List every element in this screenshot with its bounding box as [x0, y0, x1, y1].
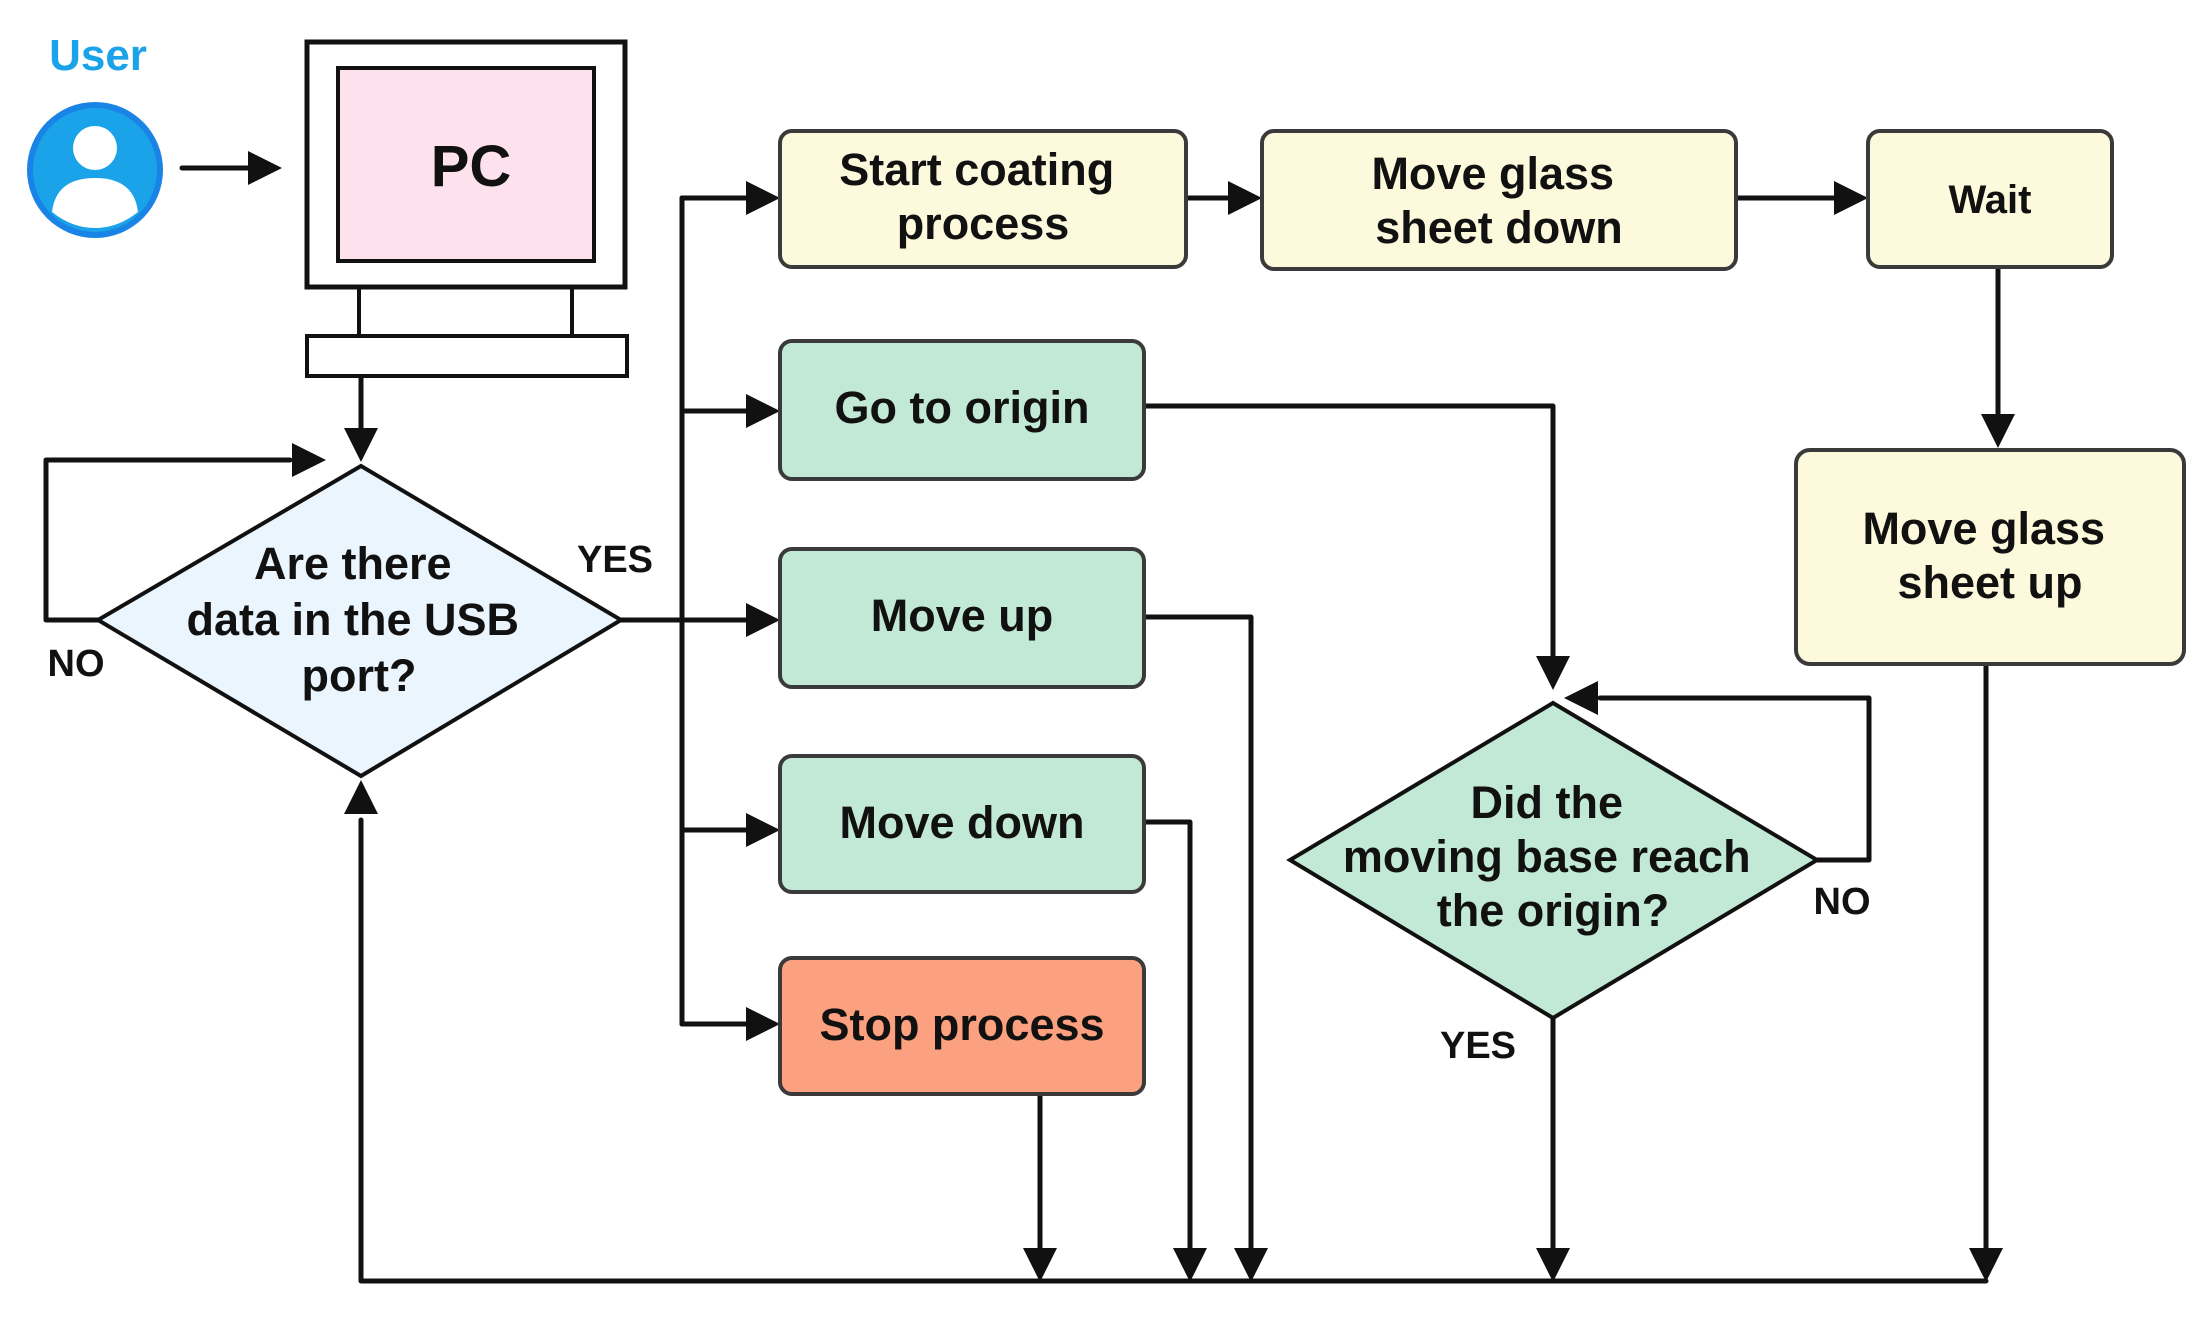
arrow-head — [1564, 681, 1598, 715]
arrow-head — [1981, 414, 2015, 448]
arrow-move-down-return — [1143, 819, 1193, 1253]
user-avatar-icon — [27, 102, 163, 238]
arrow-head — [746, 181, 780, 215]
arrow-head — [1173, 1248, 1207, 1282]
connectors — [43, 151, 2015, 1284]
pc-label: PC — [431, 134, 512, 199]
command-stop-process: Stop process — [778, 956, 1146, 1096]
arrow-move-up-return — [1143, 614, 1254, 1253]
usb-yes-label: YES — [577, 539, 653, 581]
step-move-glass-up: Move glass sheet up — [1794, 448, 2186, 666]
arrow-head — [746, 1007, 780, 1041]
step-move-glass-down: Move glass sheet down — [1260, 129, 1738, 271]
arrow-head — [1536, 656, 1570, 690]
arrow-head — [248, 151, 282, 185]
origin-yes-label: YES — [1440, 1025, 1516, 1067]
arrow-head — [746, 603, 780, 637]
arrow-origin-no-loop — [1597, 695, 1872, 863]
command-start-coating: Start coating process — [778, 129, 1188, 269]
arrow-head — [1536, 1248, 1570, 1282]
svg-text:Move up: Move up — [871, 590, 1054, 641]
origin-question: Did the moving base reach the origin? — [1343, 777, 1763, 936]
arrow-head — [746, 394, 780, 428]
svg-text:Start coating process: Start coating process — [839, 144, 1127, 249]
user-label: User — [49, 31, 147, 80]
svg-text:Go to origin: Go to origin — [835, 382, 1090, 433]
svg-text:Wait: Wait — [1949, 178, 2032, 222]
arrow-head — [1023, 1248, 1057, 1282]
command-move-down: Move down — [778, 754, 1146, 894]
arrow-head — [344, 428, 378, 462]
command-go-to-origin: Go to origin — [778, 339, 1146, 481]
usb-decision: Are there data in the USB port? YES NO — [48, 463, 653, 779]
svg-text:Move glass sheet down: Move glass sheet down — [1371, 148, 1626, 253]
command-move-up: Move up — [778, 547, 1146, 689]
svg-text:Move glass sheet up: Move glass sheet up — [1862, 503, 2117, 608]
origin-decision: Did the moving base reach the origin? YE… — [1286, 700, 1871, 1067]
arrow-head — [746, 813, 780, 847]
arrow-head — [1234, 1248, 1268, 1282]
arrow-head — [344, 780, 378, 814]
return-bus — [358, 817, 1989, 1284]
step-wait: Wait — [1866, 129, 2114, 269]
usb-question: Are there data in the USB port? — [186, 538, 531, 701]
pc-node: PC — [304, 39, 629, 378]
computer-monitor-icon — [304, 39, 629, 378]
usb-no-label: NO — [48, 643, 105, 685]
arrow-head — [1834, 181, 1868, 215]
arrow-origin-to-decision — [1143, 403, 1556, 659]
svg-text:Move down: Move down — [840, 797, 1085, 848]
arrow-head — [1228, 181, 1262, 215]
svg-text:Stop process: Stop process — [819, 999, 1104, 1050]
arrow-head — [1969, 1248, 2003, 1282]
user-node: User — [27, 31, 163, 238]
arrow-usb-no-loop — [43, 457, 293, 623]
arrow-head — [292, 443, 326, 477]
origin-no-label: NO — [1814, 881, 1871, 923]
